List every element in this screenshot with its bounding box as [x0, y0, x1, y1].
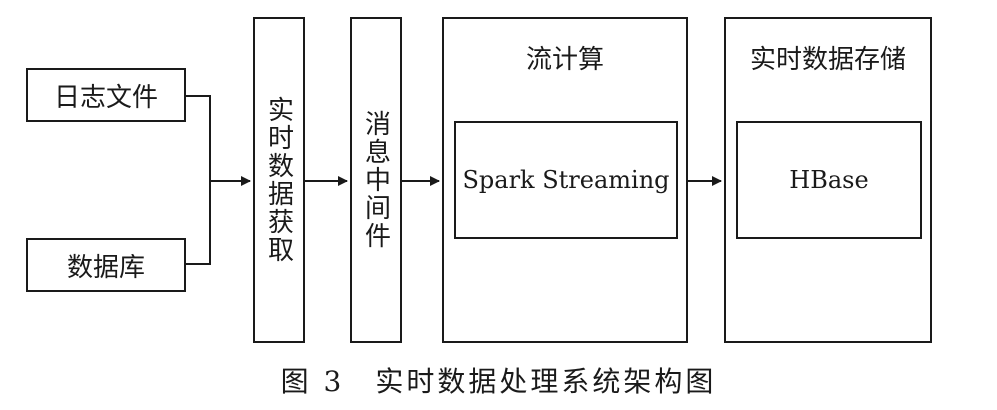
message-middleware-box: 消息中间件: [350, 17, 402, 343]
hbase-box: HBase: [736, 121, 922, 239]
message-middleware-label: 消息中间件: [360, 110, 391, 250]
stream-compute-title: 流计算: [525, 44, 604, 75]
hbase-label: HBase: [789, 166, 869, 194]
spark-streaming-label: Spark Streaming: [462, 166, 670, 194]
data-acquisition-label: 实时数据获取: [263, 96, 294, 264]
database-box: 数据库: [26, 238, 186, 292]
log-files-box: 日志文件: [26, 68, 186, 122]
data-storage-title: 实时数据存储: [749, 44, 906, 75]
figure-caption: 图 3 实时数据处理系统架构图: [280, 365, 717, 398]
data-acquisition-box: 实时数据获取: [253, 17, 305, 343]
database-label: 数据库: [66, 252, 145, 283]
connector-database: [186, 181, 211, 265]
log-files-label: 日志文件: [53, 82, 158, 113]
spark-streaming-box: Spark Streaming: [454, 121, 678, 239]
data-storage-box: 实时数据存储 HBase: [724, 17, 932, 343]
stream-compute-box: 流计算 Spark Streaming: [442, 17, 688, 343]
connector-log-files: [186, 95, 211, 181]
